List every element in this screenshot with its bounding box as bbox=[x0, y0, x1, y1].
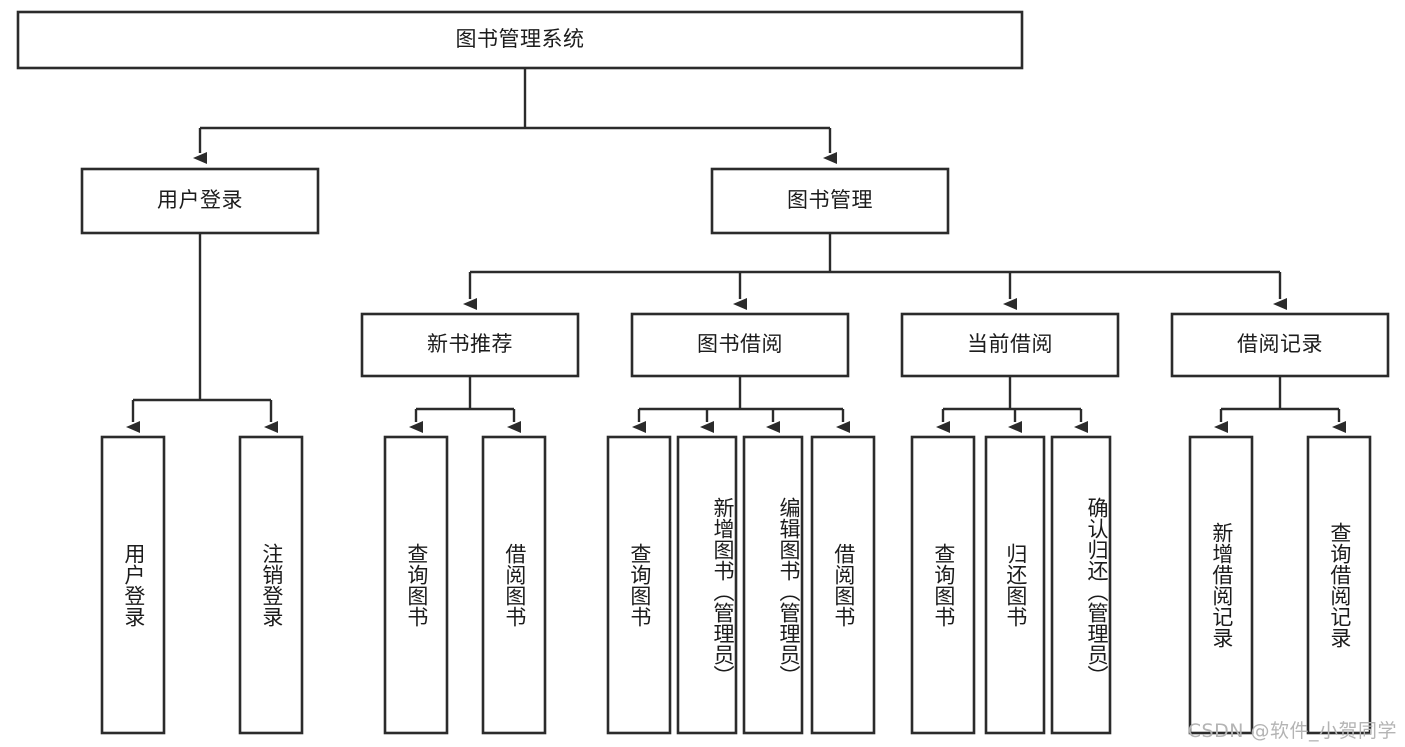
box-book-manage[interactable] bbox=[710, 167, 950, 235]
box-leaf-borrow-book-1[interactable] bbox=[481, 435, 547, 735]
box-leaf-user-login[interactable] bbox=[100, 435, 166, 735]
box-leaf-user-logout[interactable] bbox=[238, 435, 304, 735]
box-leaf-borrow-book-2[interactable] bbox=[810, 435, 876, 735]
box-borrow-record[interactable] bbox=[1170, 312, 1390, 378]
box-leaf-add-record[interactable] bbox=[1188, 435, 1254, 735]
box-root[interactable] bbox=[16, 10, 1024, 70]
box-leaf-query-record[interactable] bbox=[1306, 435, 1372, 735]
box-leaf-add-book[interactable] bbox=[676, 435, 738, 735]
box-book-borrow[interactable] bbox=[630, 312, 850, 378]
box-leaf-query-book-3[interactable] bbox=[910, 435, 976, 735]
box-leaf-edit-book[interactable] bbox=[742, 435, 804, 735]
node-boxes bbox=[16, 10, 1390, 735]
connectors bbox=[126, 68, 1346, 433]
box-new-book-recommend[interactable] bbox=[360, 312, 580, 378]
box-leaf-query-book-1[interactable] bbox=[383, 435, 449, 735]
box-leaf-confirm-return[interactable] bbox=[1050, 435, 1112, 735]
box-leaf-return-book[interactable] bbox=[984, 435, 1046, 735]
box-current-borrow[interactable] bbox=[900, 312, 1120, 378]
box-user-login[interactable] bbox=[80, 167, 320, 235]
box-leaf-query-book-2[interactable] bbox=[606, 435, 672, 735]
